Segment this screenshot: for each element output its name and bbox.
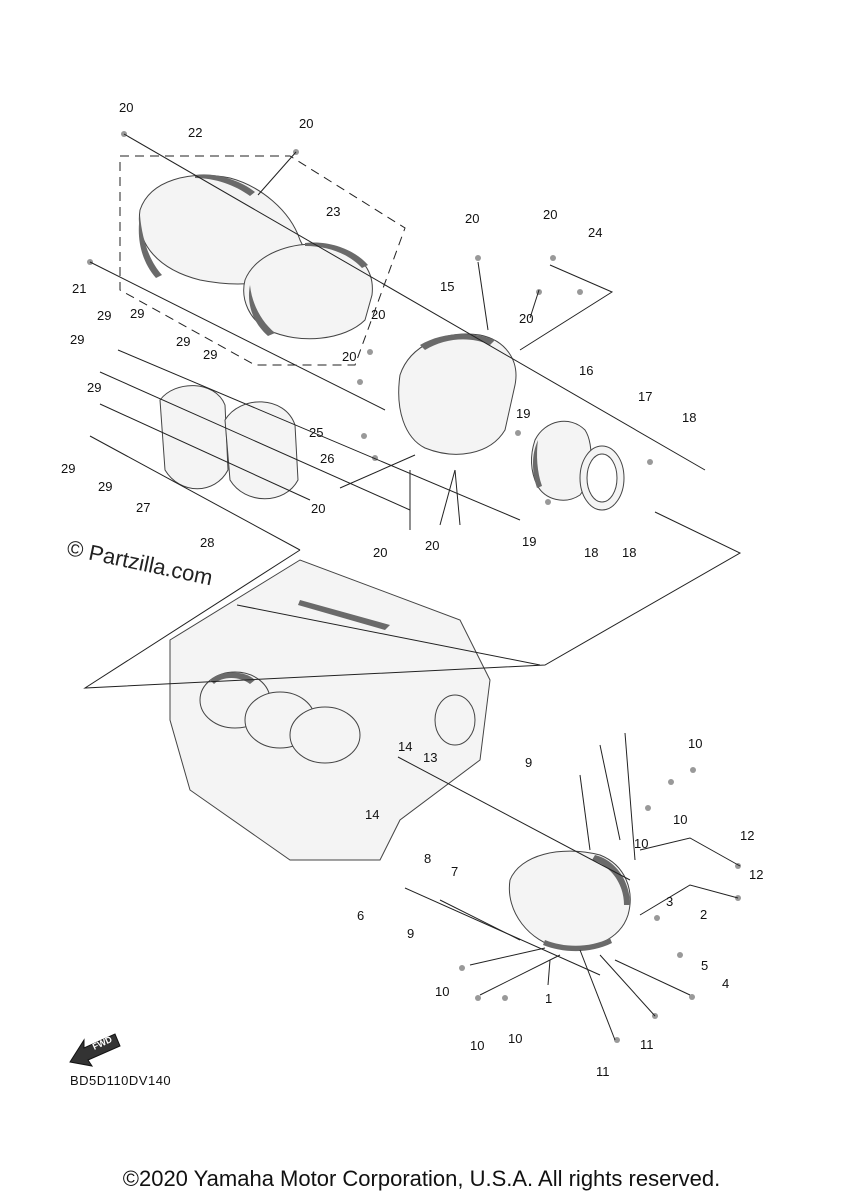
callout-10: 10 <box>470 1038 484 1053</box>
cover-part-23 <box>243 242 373 340</box>
callout-23: 23 <box>326 204 340 219</box>
dashed-group-boundary <box>119 155 406 366</box>
callout-29: 29 <box>70 332 84 347</box>
callout-29: 29 <box>176 334 190 349</box>
callout-18: 18 <box>584 545 598 560</box>
callout-20: 20 <box>519 311 533 326</box>
callout-6: 6 <box>357 908 364 923</box>
callout-20: 20 <box>371 307 385 322</box>
callout-20: 20 <box>311 501 325 516</box>
copyright-notice: ©2020 Yamaha Motor Corporation, U.S.A. A… <box>122 1166 721 1191</box>
callout-10: 10 <box>688 736 702 751</box>
callout-20: 20 <box>543 207 557 222</box>
callout-9: 9 <box>407 926 414 941</box>
callout-25: 25 <box>309 425 323 440</box>
callout-2: 2 <box>700 907 707 922</box>
callout-19: 19 <box>516 406 530 421</box>
callout-labels: 20 22 20 23 20 20 24 21 15 20 29 29 29 2… <box>61 100 763 1079</box>
cover-part-15 <box>398 333 517 455</box>
cover-part-27 <box>159 385 229 490</box>
callout-29: 29 <box>61 461 75 476</box>
callout-19: 19 <box>522 534 536 549</box>
leader-lines <box>83 133 742 1041</box>
callout-28: 28 <box>200 535 214 550</box>
callout-24: 24 <box>588 225 602 240</box>
callout-29: 29 <box>203 347 217 362</box>
callout-29: 29 <box>97 308 111 323</box>
gasket-part-28 <box>224 401 299 500</box>
callout-22: 22 <box>188 125 202 140</box>
crankcase-body <box>169 559 491 861</box>
plate-part-17 <box>579 445 625 511</box>
callout-13: 13 <box>423 750 437 765</box>
callout-29: 29 <box>98 479 112 494</box>
callout-11: 11 <box>596 1064 610 1079</box>
callout-12: 12 <box>740 828 754 843</box>
callout-15: 15 <box>440 279 454 294</box>
callout-12: 12 <box>749 867 763 882</box>
callout-5: 5 <box>701 958 708 973</box>
callout-26: 26 <box>320 451 334 466</box>
callout-20: 20 <box>373 545 387 560</box>
fwd-arrow-icon <box>69 1033 121 1067</box>
callout-9: 9 <box>525 755 532 770</box>
callout-10: 10 <box>634 836 648 851</box>
callout-14: 14 <box>365 807 379 822</box>
callout-10: 10 <box>435 984 449 999</box>
callout-4: 4 <box>722 976 729 991</box>
gasket-part-16 <box>531 420 592 501</box>
callout-29: 29 <box>87 380 101 395</box>
callout-10: 10 <box>673 812 687 827</box>
callout-10: 10 <box>508 1031 522 1046</box>
callout-18: 18 <box>622 545 636 560</box>
callout-21: 21 <box>72 281 86 296</box>
drawing-code: BD5D110DV140 <box>70 1073 172 1088</box>
callout-17: 17 <box>638 389 652 404</box>
callout-20: 20 <box>119 100 133 115</box>
callout-3: 3 <box>666 894 673 909</box>
callout-29: 29 <box>130 306 144 321</box>
cover-part-1 <box>508 850 631 952</box>
callout-14: 14 <box>398 739 412 754</box>
callout-20: 20 <box>465 211 479 226</box>
callout-7: 7 <box>451 864 458 879</box>
callout-20: 20 <box>299 116 313 131</box>
callout-16: 16 <box>579 363 593 378</box>
callout-11: 11 <box>640 1037 654 1052</box>
callout-8: 8 <box>424 851 431 866</box>
callout-1: 1 <box>545 991 552 1006</box>
callout-20: 20 <box>425 538 439 553</box>
callout-18: 18 <box>682 410 696 425</box>
callout-27: 27 <box>136 500 150 515</box>
callout-20: 20 <box>342 349 356 364</box>
